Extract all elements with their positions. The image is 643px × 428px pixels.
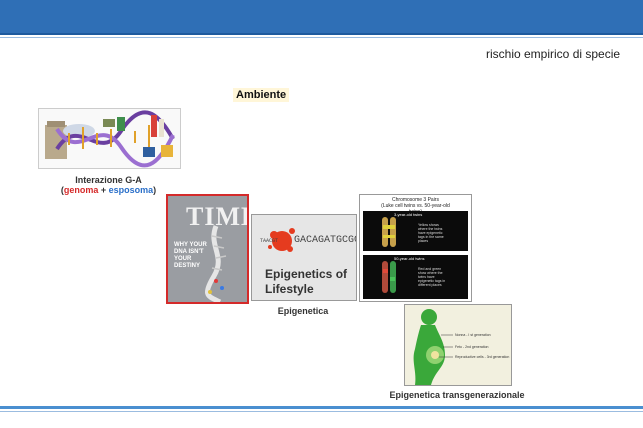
panel2-label: 50-year-old twins [394,256,425,261]
header-divider [0,37,643,38]
small-dna-sequence: TAACGT [260,238,279,244]
time-headline: WHY YOUR DNA ISN'T YOUR DESTINY [174,242,207,269]
generation1-label: Nonna - I st generation [455,333,491,337]
footer-divider [0,411,643,412]
ga-caption-paren-open: ( [60,185,64,195]
dna-helix-illustration [39,109,180,168]
dna-sequence: GACAGATGCGCG [294,235,356,246]
ga-interaction-image [38,108,181,169]
genoma-label: genoma [63,185,99,195]
epigenetics-lifestyle-title: Epigenetics of Lifestyle [265,267,348,296]
generation2-label: Feto - 2nd generation [455,345,489,349]
paint-splash-illustration [268,228,295,252]
ga-caption: Interazione G-A (genoma + esposoma) [38,175,179,195]
ga-caption-title: Interazione G-A [75,175,142,185]
zipper-dna-illustration [168,196,247,302]
generation3-label: Reproductive cells - 3rd generation [455,355,510,359]
ga-caption-paren-close: ) [153,185,157,195]
panel2-note: Red and green show where the twins have … [418,267,446,287]
slide-subtitle: rischio empirico di specie [486,47,621,61]
time-cover-image: TIME WHY YOUR DNA ISN'T YOUR DESTINY [166,194,249,304]
transgenerational-image: Nonna - I st generation Feto - 2nd gener… [404,304,512,386]
time-masthead: TIME [186,202,247,231]
panel1-note: Yellow shows where the twins have epigen… [418,223,444,243]
transgenerational-caption: Epigenetica transgenerazionale [389,390,525,400]
epigenetics-lifestyle-image: GACAGATGCGCG TAACGT Epigenetics of Lifes… [251,214,357,301]
chromosome-title-text: Chromosome 3 Pairs [392,197,439,203]
panel1-label: 3-year-old twins [394,212,423,217]
header-bar [0,0,643,35]
footer-bar [0,406,643,409]
esposoma-label: esposoma [108,185,154,195]
ambiente-label: Ambiente [233,88,290,102]
chromosome-panels [363,211,468,299]
epigenetica-caption: Epigenetica [277,306,329,316]
plus-label: + [98,185,109,195]
pregnant-silhouette-illustration [405,305,511,385]
chromosome-twins-image: Chromosome 3 Pairs (Luke cell twins vs. … [359,194,472,302]
